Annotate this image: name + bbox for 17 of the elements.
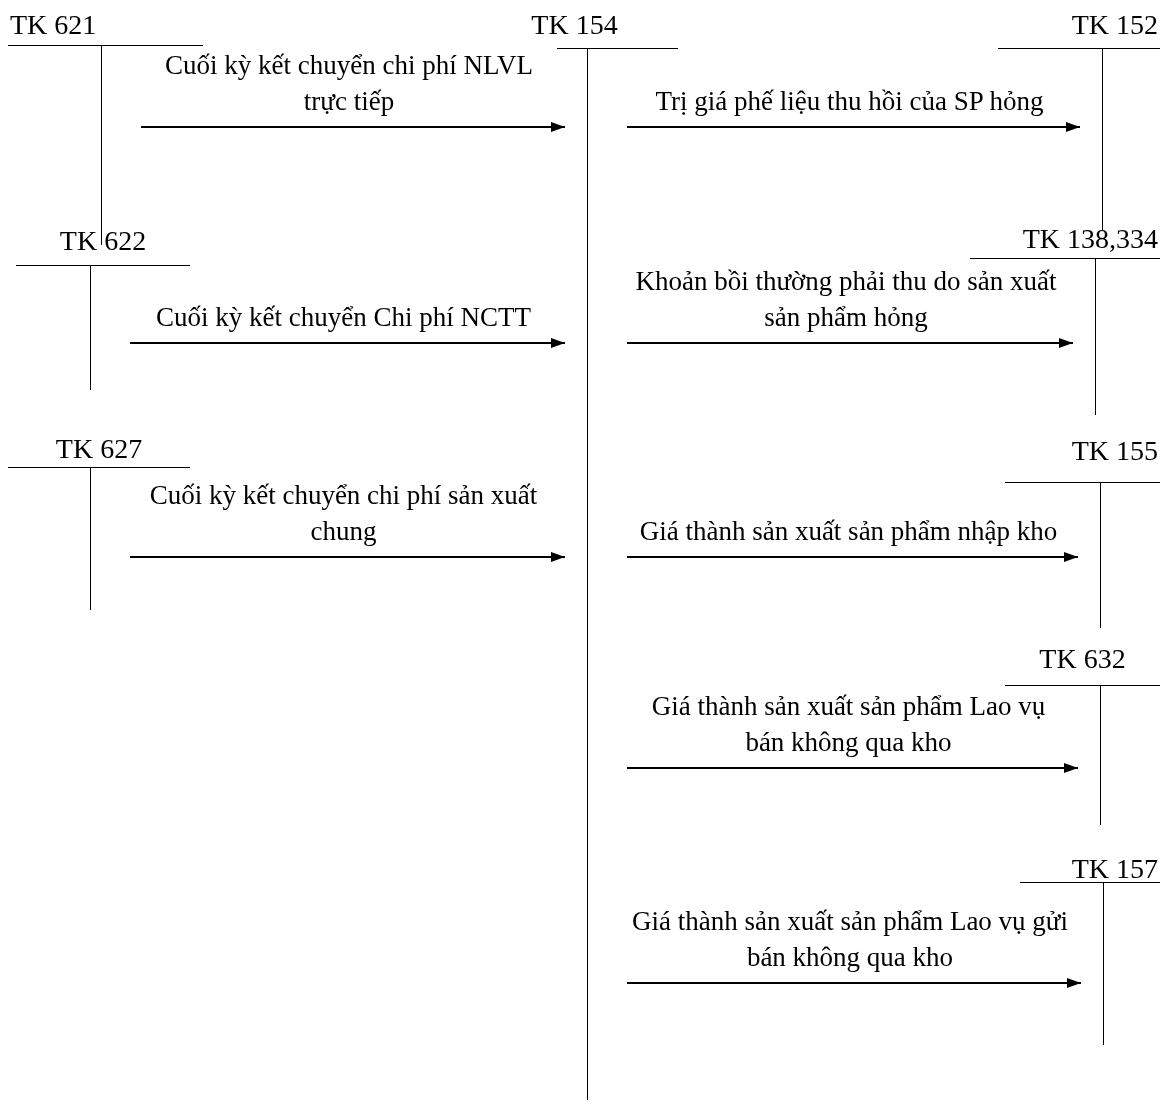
arrow bbox=[140, 122, 566, 132]
account-label: TK 627 bbox=[55, 432, 143, 466]
arrow bbox=[129, 552, 566, 562]
arrow bbox=[626, 122, 1081, 132]
account-label: TK 622 bbox=[59, 224, 147, 258]
arrow bbox=[626, 338, 1074, 348]
arrow bbox=[626, 978, 1082, 988]
account-label: TK 154 bbox=[531, 8, 618, 42]
account-label: TK 138,334 bbox=[1022, 222, 1158, 256]
arrow bbox=[626, 552, 1079, 562]
account-label: TK 632 bbox=[1039, 642, 1126, 676]
arrow bbox=[129, 338, 566, 348]
arrow bbox=[626, 763, 1079, 773]
account-label: TK 152 bbox=[1071, 8, 1158, 42]
account-label: TK 621 bbox=[10, 8, 97, 42]
account-label: TK 155 bbox=[1071, 434, 1158, 468]
account-label: TK 157 bbox=[1071, 852, 1158, 886]
